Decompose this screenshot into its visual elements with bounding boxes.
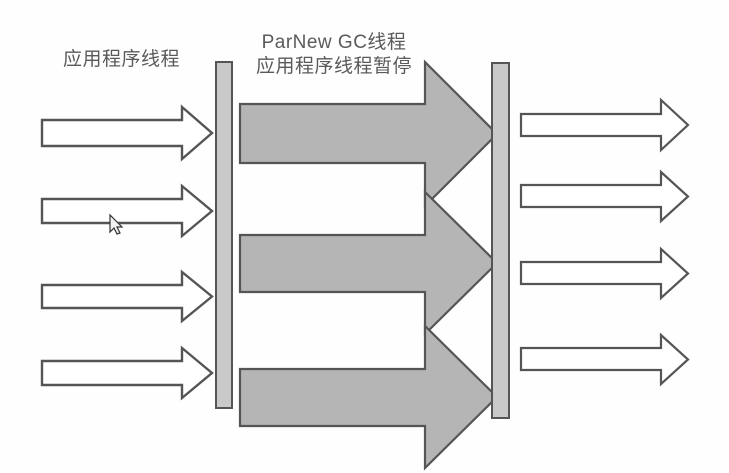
- app-thread-arrows-group: [40, 104, 214, 401]
- safepoint-bar-left: [215, 61, 233, 409]
- gc-thread-arrow-2: [238, 189, 499, 337]
- gc-thread-arrow-1: [238, 59, 499, 209]
- resumed-thread-arrow-2: [519, 169, 690, 224]
- gc-thread-arrows-group: [238, 59, 499, 471]
- safepoint-bar-right: [491, 62, 510, 419]
- safepoint-bars-group: [215, 61, 510, 419]
- gc-threads-label-line1: ParNew GC线程: [261, 32, 407, 53]
- gc-threads-label-block: ParNew GC线程 应用程序线程暂停: [256, 31, 412, 80]
- app-threads-label: 应用程序线程: [63, 49, 181, 70]
- resumed-thread-arrow-3: [519, 246, 690, 301]
- resumed-thread-arrows-group: [519, 97, 690, 387]
- gc-thread-arrow-3: [238, 323, 499, 471]
- resumed-thread-arrow-4: [519, 332, 690, 387]
- app-thread-arrow-1: [40, 104, 214, 162]
- app-thread-arrow-4: [40, 345, 214, 401]
- app-thread-arrow-3: [40, 269, 214, 324]
- app-threads-paused-label: 应用程序线程暂停: [256, 56, 413, 78]
- resumed-thread-arrow-1: [519, 97, 690, 153]
- app-thread-arrow-2: [40, 183, 214, 239]
